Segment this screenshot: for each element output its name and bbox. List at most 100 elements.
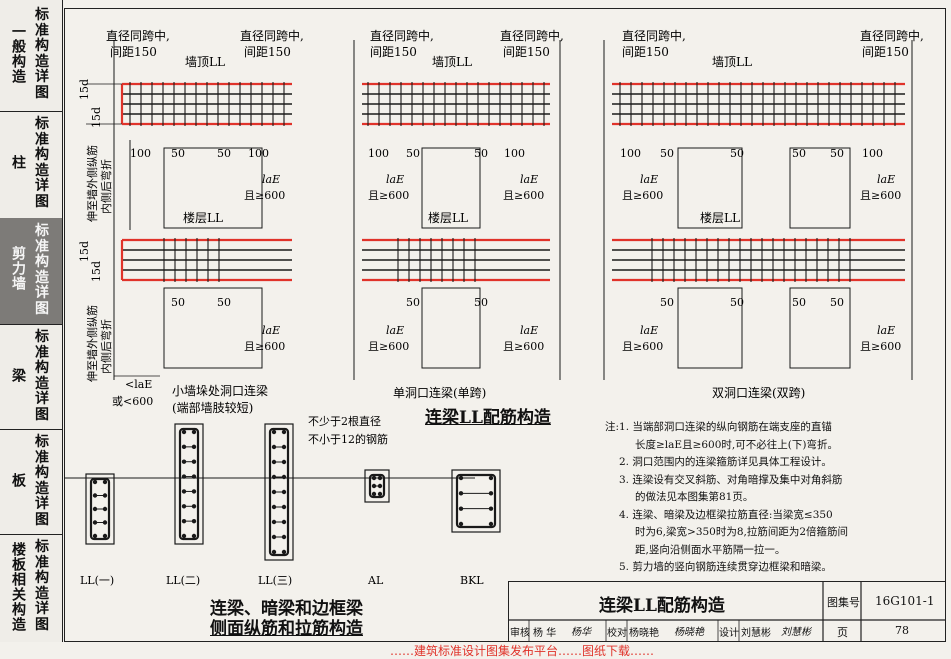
label-lae: laE xyxy=(386,324,404,337)
label-spacing: 间距150 xyxy=(244,45,291,59)
label-15d: 15d xyxy=(90,261,103,282)
drawing-sheet xyxy=(64,8,946,642)
label-dia-same: 直径同跨中, xyxy=(500,28,564,43)
label-small-wall-title: 小墙垛处洞口连梁 xyxy=(172,383,268,398)
sidebar-item-column[interactable]: 柱 标准构造详图 xyxy=(0,111,62,219)
section-bkl-bar xyxy=(488,475,494,481)
note-line: 2. 洞口范围内的连梁箍筋详见具体工程设计。 xyxy=(619,456,832,468)
elevation-panels xyxy=(86,40,913,380)
label-ext2: 内侧后弯折 xyxy=(99,319,113,374)
section-ll1-bar xyxy=(92,533,98,539)
cross-sections xyxy=(64,423,501,561)
label-floor-ll: 楼层LL xyxy=(428,210,468,225)
p3-hole-right-lower xyxy=(789,287,851,369)
label-100: 100 xyxy=(130,147,151,160)
section-ll2-bar xyxy=(181,533,187,539)
labels-layer: 直径同跨中, 间距150 直径同跨中, 间距150 墙顶LL 楼层LL 15d … xyxy=(78,28,924,587)
label-50: 50 xyxy=(792,147,806,160)
label-15d: 15d xyxy=(78,79,91,100)
section-label-bkl: BKL xyxy=(460,574,484,587)
label-lae: laE xyxy=(386,173,404,186)
label-dia-same: 直径同跨中, xyxy=(622,28,686,43)
label-lae-ge: 且≥600 xyxy=(622,340,663,353)
label-spacing: 间距150 xyxy=(110,45,157,59)
label-lae: laE xyxy=(520,324,538,337)
section-bkl-bar xyxy=(458,475,464,481)
section-ll2-bar xyxy=(191,429,197,435)
sidebar-sub: 标准构造详图 xyxy=(35,223,49,317)
section-ll1-outline xyxy=(85,473,115,545)
sidebar-category: 一般构造 xyxy=(10,24,26,84)
label-lt-lae: <laE xyxy=(125,378,152,391)
label-100: 100 xyxy=(620,147,641,160)
label-dia-same: 直径同跨中, xyxy=(860,28,924,43)
sidebar-item-shear-wall[interactable]: 剪力墙 标准构造详图 xyxy=(0,218,62,325)
checker-signature: 杨晓艳 xyxy=(674,627,704,638)
section-bkl-bar xyxy=(458,521,464,527)
section-ll2-bar xyxy=(181,429,187,435)
section-ll3-outline xyxy=(264,423,294,561)
sidebar-item-slab[interactable]: 板 标准构造详图 xyxy=(0,429,62,535)
section-al-bar xyxy=(377,491,383,497)
note-line: 的做法见本图集第81页。 xyxy=(635,491,754,503)
atlas-label: 图集号 xyxy=(827,596,860,609)
sidebar-item-floor-related[interactable]: 楼板相关构造 标准构造详图 xyxy=(0,534,62,642)
label-lae: laE xyxy=(262,324,280,337)
section-ll1-bar xyxy=(102,533,108,539)
label-dia-same: 直径同跨中, xyxy=(106,28,170,43)
sidebar-sub: 标准构造详图 xyxy=(35,539,49,633)
sidebar-sub: 标准构造详图 xyxy=(35,116,49,210)
section-al-stirrup xyxy=(368,473,386,499)
label-50: 50 xyxy=(406,296,420,309)
review-label: 审核 xyxy=(510,628,530,639)
label-wall-top-ll: 墙顶LL xyxy=(185,55,225,69)
p2-hole-lower xyxy=(421,287,481,369)
checker-name: 杨晓艳 xyxy=(629,628,659,639)
label-50: 50 xyxy=(406,147,420,160)
label-50: 50 xyxy=(171,147,185,160)
p3-hole-left-lower xyxy=(677,287,743,369)
label-wall-top-ll: 墙顶LL xyxy=(432,55,472,69)
label-lae-ge: 且≥600 xyxy=(503,189,544,202)
label-not-less-2: 不少于2根直径 xyxy=(308,414,381,428)
design-label: 设计 xyxy=(719,628,739,639)
sidebar-category: 柱 xyxy=(10,155,26,170)
label-15d: 15d xyxy=(90,107,103,128)
sidebar-item-beam[interactable]: 梁 标准构造详图 xyxy=(0,324,62,430)
section-bkl-bar xyxy=(488,521,494,527)
label-lae: laE xyxy=(262,173,280,186)
section-bkl-stirrup xyxy=(455,473,497,529)
label-100: 100 xyxy=(862,147,883,160)
p3-hole-left xyxy=(677,147,743,229)
section-label-ll1: LL(一) xyxy=(80,574,114,587)
section-bkl-outline xyxy=(451,469,501,533)
label-lae: laE xyxy=(640,173,658,186)
p1-hole xyxy=(163,147,263,229)
title-block: 连梁LL配筋构造 图集号 16G101-1 审核 杨 华 杨华 校对 杨晓艳 杨… xyxy=(508,581,945,641)
label-lae: laE xyxy=(520,173,538,186)
section-ll2-outline xyxy=(174,423,204,545)
bottom-caption-1: 连梁、暗梁和边框梁 xyxy=(210,599,363,619)
section-ll2-stirrup xyxy=(178,427,200,541)
label-double-hole: 双洞口连梁(双跨) xyxy=(712,385,805,400)
label-single-hole: 单洞口连梁(单跨) xyxy=(393,385,486,400)
note-line: 3. 连梁设有交叉斜筋、对角暗撑及集中对角斜筋 xyxy=(619,473,843,486)
label-100: 100 xyxy=(248,147,269,160)
sidebar-sub: 标准构造详图 xyxy=(35,434,49,528)
section-ll2-bar xyxy=(191,533,197,539)
sidebar-item-general[interactable]: 一般构造 标准构造详图 xyxy=(0,0,62,112)
sidebar-sub: 标准构造详图 xyxy=(35,7,49,101)
label-lae-ge: 且≥600 xyxy=(368,340,409,353)
label-50: 50 xyxy=(792,296,806,309)
main-caption: 连梁LL配筋构造 xyxy=(425,408,551,428)
label-50: 50 xyxy=(660,296,674,309)
note-line: 4. 连梁、暗梁及边框梁拉筋直径:当梁宽≤350 xyxy=(619,508,833,521)
sidebar-category: 楼板相关构造 xyxy=(10,542,26,632)
section-al-outline xyxy=(364,469,390,503)
notes: 注:1. 当端部洞口连梁的纵向钢筋在端支座的直锚 长度≥laE且≥600时,可不… xyxy=(605,419,905,577)
section-ll3-bar xyxy=(281,429,287,435)
section-label-ll3: LL(三) xyxy=(258,574,292,587)
page-label: 页 xyxy=(837,626,848,639)
label-100: 100 xyxy=(368,147,389,160)
